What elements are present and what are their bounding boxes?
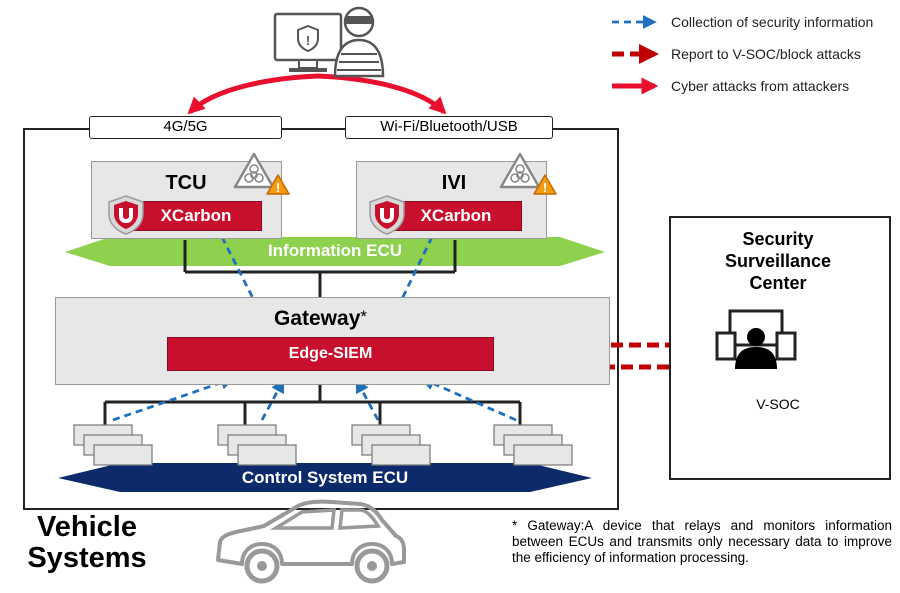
edge-siem-box: Edge-SIEM	[167, 337, 494, 371]
legend-report: Report to V-SOC/block attacks	[671, 46, 861, 62]
operator-icon	[715, 309, 797, 369]
attack-arrow-left	[187, 73, 319, 115]
ecu-stack-2	[217, 424, 297, 466]
gateway-footnote-marker: *	[360, 307, 368, 326]
soc-title-line3: Center	[749, 273, 807, 293]
warning-icon: !	[266, 174, 290, 195]
vehicle-systems-label: Vehicle Systems	[22, 512, 152, 574]
biohazard-icon	[499, 152, 541, 189]
tab-wireless: Wi-Fi/Bluetooth/USB	[345, 116, 553, 139]
control-ecu-label: Control System ECU	[241, 468, 409, 487]
svg-text:!: !	[543, 180, 547, 195]
tcu-xcarbon: XCarbon	[130, 201, 262, 231]
vehicle-systems-line2: Systems	[27, 542, 147, 574]
ecu-stack-3	[351, 424, 431, 466]
gateway-title: Gateway*	[274, 307, 368, 330]
vehicle-systems-line1: Vehicle	[37, 511, 137, 543]
svg-text:!: !	[276, 180, 280, 195]
tcu-title: TCU	[165, 172, 207, 194]
legend-cyber: Cyber attacks from attackers	[671, 78, 850, 94]
attack-arrow-right	[317, 73, 447, 115]
soc-title-line1: Security	[742, 229, 814, 249]
information-ecu-band	[65, 237, 605, 266]
legend-collection: Collection of security information	[671, 14, 874, 30]
ivi-xcarbon: XCarbon	[390, 201, 522, 231]
ecu-stack-1	[73, 424, 153, 466]
information-ecu-label: Information ECU	[267, 241, 403, 260]
car-icon	[216, 499, 406, 584]
shield-icon	[108, 195, 144, 235]
vehicle-frame	[23, 128, 619, 510]
biohazard-icon	[233, 152, 275, 189]
soc-title-line2: Surveillance	[724, 251, 832, 271]
soc-title: Security Surveillance Center	[669, 228, 887, 294]
tab-cellular: 4G/5G	[89, 116, 282, 139]
attacker-icon: !	[273, 6, 385, 78]
shield-icon	[369, 195, 405, 235]
svg-text:!: !	[306, 33, 310, 48]
vsoc-label: V-SOC	[756, 396, 800, 412]
control-ecu-band	[58, 463, 592, 492]
ivi-title: IVI	[441, 172, 467, 194]
ecu-stack-4	[493, 424, 573, 466]
warning-icon: !	[533, 174, 557, 195]
gateway-footnote: * Gateway:A device that relays and monit…	[512, 518, 892, 565]
